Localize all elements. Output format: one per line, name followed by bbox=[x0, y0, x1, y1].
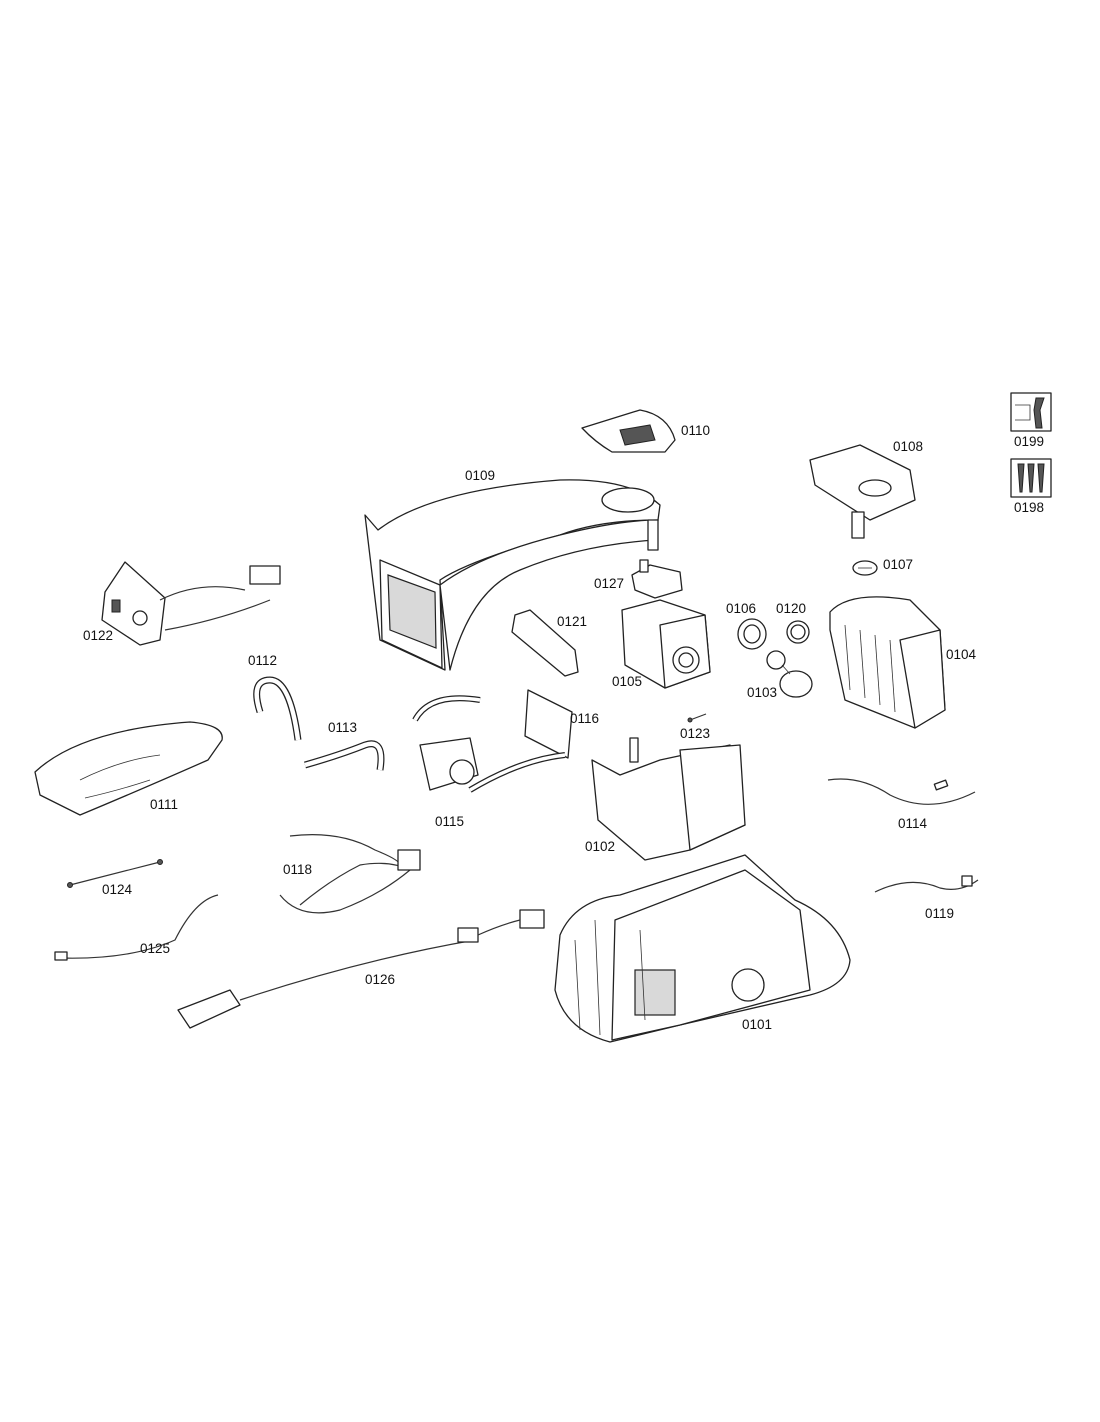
part-0102-drawing bbox=[591, 737, 746, 861]
part-label-0106: 0106 bbox=[726, 601, 756, 616]
part-0108-drawing bbox=[809, 444, 916, 539]
part-label-0119: 0119 bbox=[925, 906, 954, 921]
part-0120-drawing bbox=[786, 620, 810, 644]
part-0121-drawing bbox=[511, 609, 579, 677]
part-label-0102: 0102 bbox=[585, 839, 615, 854]
part-label-0107: 0107 bbox=[883, 557, 913, 572]
wrench-icon bbox=[1010, 392, 1052, 432]
part-label-0108: 0108 bbox=[893, 439, 923, 454]
part-0118-drawing bbox=[279, 834, 421, 914]
part-0101-drawing bbox=[554, 854, 851, 1043]
part-label-0125: 0125 bbox=[140, 941, 170, 956]
part-0115-drawing bbox=[412, 695, 566, 793]
part-0127-drawing bbox=[631, 559, 683, 599]
service-label-0198: 0198 bbox=[1014, 500, 1044, 515]
part-0110-drawing bbox=[581, 409, 676, 453]
part-label-0101: 0101 bbox=[742, 1017, 772, 1032]
part-label-0111: 0111 bbox=[150, 797, 178, 812]
part-label-0116: 0116 bbox=[570, 711, 599, 726]
part-label-0122: 0122 bbox=[83, 628, 113, 643]
part-0126-drawing bbox=[177, 909, 545, 1029]
part-0125-drawing bbox=[54, 894, 219, 961]
part-labels: 0101 0102 0103 0104 0105 0106 0107 0108 … bbox=[83, 423, 1044, 1032]
part-0119-drawing bbox=[874, 875, 979, 893]
part-0112-drawing bbox=[253, 676, 302, 741]
part-0109-drawing bbox=[364, 479, 661, 671]
screws-icon bbox=[1010, 458, 1052, 498]
part-0105-drawing bbox=[621, 599, 711, 689]
part-label-0118: 0118 bbox=[283, 862, 312, 877]
part-label-0113: 0113 bbox=[328, 720, 357, 735]
part-0106-drawing bbox=[737, 618, 767, 650]
part-label-0123: 0123 bbox=[680, 726, 710, 741]
part-0104-drawing bbox=[829, 596, 946, 729]
part-0113-drawing bbox=[304, 740, 385, 771]
part-label-0104: 0104 bbox=[946, 647, 977, 662]
part-label-0103: 0103 bbox=[747, 685, 777, 700]
part-0111-drawing bbox=[34, 721, 223, 816]
part-0116-drawing bbox=[524, 689, 573, 759]
part-label-0127: 0127 bbox=[594, 576, 624, 591]
part-label-0105: 0105 bbox=[612, 674, 642, 689]
part-0107-drawing bbox=[852, 560, 878, 576]
part-label-0126: 0126 bbox=[365, 972, 395, 987]
part-0124-drawing bbox=[67, 859, 163, 888]
part-label-0115: 0115 bbox=[435, 814, 464, 829]
part-0122-drawing bbox=[101, 561, 281, 646]
part-0114-drawing bbox=[827, 778, 976, 805]
part-label-0114: 0114 bbox=[898, 816, 928, 831]
part-label-0120: 0120 bbox=[776, 601, 806, 616]
part-0103-drawing bbox=[766, 650, 813, 698]
part-0123-drawing bbox=[687, 713, 707, 723]
part-label-0109: 0109 bbox=[465, 468, 495, 483]
part-label-0110: 0110 bbox=[681, 423, 710, 438]
part-label-0124: 0124 bbox=[102, 882, 133, 897]
part-label-0121: 0121 bbox=[557, 614, 587, 629]
part-label-0112: 0112 bbox=[248, 653, 277, 668]
service-label-0199: 0199 bbox=[1014, 434, 1044, 449]
